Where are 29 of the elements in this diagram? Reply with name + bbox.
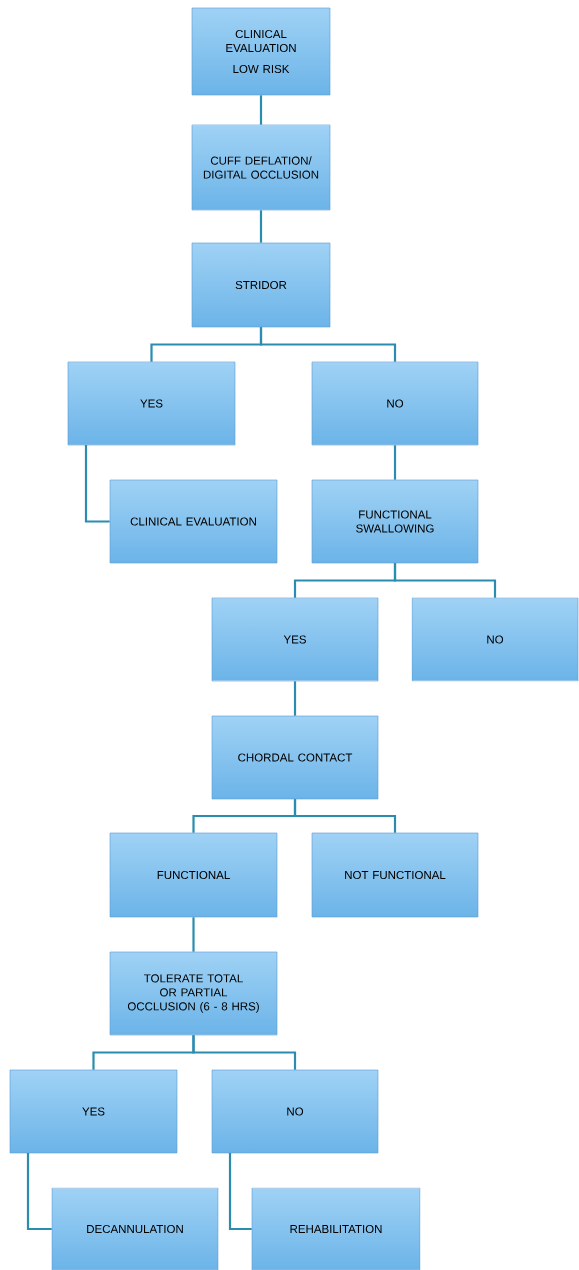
process-box: DECANNULATION (51, 1187, 219, 1270)
connector-line (84, 445, 110, 523)
connector-line (393, 445, 397, 480)
process-box: REHABILITATION (251, 1187, 421, 1270)
process-box: CUFF DEFLATION/ DIGITAL OCCLUSION (191, 124, 331, 211)
process-box: STRIDOR (191, 242, 331, 328)
connector-line (293, 681, 297, 716)
process-box: NO (311, 361, 479, 446)
process-box: YES (211, 597, 379, 682)
connector-line (259, 327, 397, 362)
process-box: TOLERATE TOTAL OR PARTIAL OCCLUSION (6 - 8 HRS) (109, 951, 278, 1036)
connector-line (192, 917, 195, 952)
process-box: NOT FUNCTIONAL (311, 832, 479, 918)
process-box: YES (9, 1069, 178, 1154)
connector-line (26, 1153, 52, 1231)
connector-line (259, 210, 263, 243)
process-box: CHORDAL CONTACT (211, 715, 379, 800)
process-box: CLINICAL EVALUATION LOW RISK (191, 7, 331, 96)
process-box: CLINICAL EVALUATION (109, 479, 278, 564)
process-box: NO (411, 597, 579, 682)
connector-line (192, 1035, 297, 1070)
process-box: FUNCTIONAL SWALLOWING (311, 479, 479, 564)
process-box: FUNCTIONAL (109, 832, 278, 918)
process-box: NO (211, 1069, 379, 1154)
connector-line (259, 95, 263, 125)
connector-line (393, 563, 497, 598)
connector-line (293, 799, 397, 833)
connector-line (228, 1153, 252, 1231)
process-box: YES (67, 361, 236, 446)
